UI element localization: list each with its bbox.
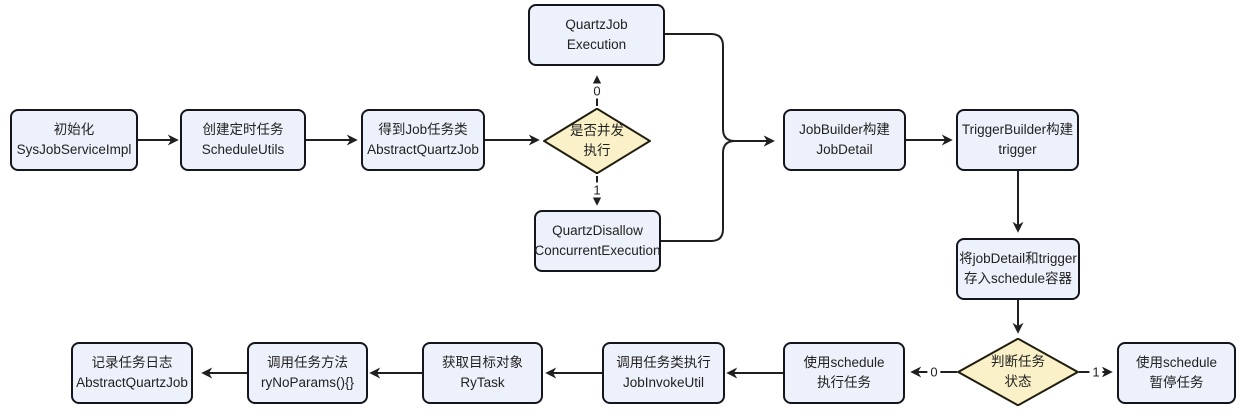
node-ry-task-line1: 获取目标对象 [442,355,523,370]
edge-label-concurrent-yes: 1 [590,182,604,198]
decision-concurrent-line1: 是否并发 [570,123,624,138]
decision-concurrent: 是否并发 执行 [543,108,651,174]
node-quartz-job-execution-line1: QuartzJob [565,17,628,32]
node-ry-no-params: 调用任务方法 ryNoParams(){} [247,342,368,404]
node-schedule-utils: 创建定时任务 ScheduleUtils [180,109,306,171]
node-quartz-disallow-line1: QuartzDisallow [552,223,643,238]
node-quartz-disallow-line2: ConcurrentExecution [534,243,661,258]
node-ry-task-line2: RyTask [460,375,505,390]
node-abstract-quartz-job-line1: 得到Job任务类 [378,122,468,137]
node-store-schedule-line1: 将jobDetail和trigger [959,251,1077,266]
node-job-builder: JobBuilder构建 JobDetail [783,109,906,171]
node-ry-no-params-line1: 调用任务方法 [267,355,348,370]
node-job-builder-line1: JobBuilder构建 [799,122,890,137]
decision-status: 判断任务 状态 [957,338,1079,406]
decision-status-line2: 状态 [1004,374,1032,389]
edge-label-status-run: 0 [927,364,941,380]
node-trigger-builder-line1: TriggerBuilder构建 [961,122,1074,137]
diamond-shape [543,108,651,174]
node-quartz-job-execution-line2: Execution [566,37,627,52]
node-run-task-line1: 使用schedule [803,355,885,370]
node-ry-task: 获取目标对象 RyTask [422,342,543,404]
node-record-log-line2: AbstractQuartzJob [76,375,188,390]
node-run-task-line2: 执行任务 [817,375,871,390]
decision-concurrent-text: 是否并发 执行 [570,121,624,161]
diamond-shape [957,338,1079,406]
node-record-log-line1: 记录任务日志 [91,355,173,370]
node-job-invoke: 调用任务类执行 JobInvokeUtil [602,342,725,404]
node-trigger-builder-line2: trigger [998,142,1037,157]
edge-label-status-pause: 1 [1089,364,1103,380]
node-abstract-quartz-job-line2: AbstractQuartzJob [367,142,479,157]
edge-quartz-disallow-to-job-builder [661,135,775,242]
node-store-schedule: 将jobDetail和trigger 存入schedule容器 [956,238,1080,300]
node-job-builder-line2: JobDetail [816,142,873,157]
node-abstract-quartz-job: 得到Job任务类 AbstractQuartzJob [361,109,485,171]
node-init: 初始化 SysJobServiceImpl [10,109,138,171]
node-job-invoke-line2: JobInvokeUtil [622,375,705,390]
node-quartz-disallow: QuartzDisallow ConcurrentExecution [534,210,661,272]
node-schedule-utils-line2: ScheduleUtils [201,142,285,157]
edge-label-concurrent-no: 0 [590,83,604,99]
node-job-invoke-line1: 调用任务类执行 [616,355,711,370]
node-init-line2: SysJobServiceImpl [16,142,132,157]
node-ry-no-params-line2: ryNoParams(){} [260,375,355,390]
node-run-task: 使用schedule 执行任务 [783,342,905,404]
node-pause-task-line1: 使用schedule [1135,355,1218,370]
edge-quartz-job-execution-to-job-builder [665,33,775,147]
node-record-log: 记录任务日志 AbstractQuartzJob [71,342,193,404]
node-store-schedule-line2: 存入schedule容器 [963,271,1073,286]
node-pause-task-line2: 暂停任务 [1149,375,1204,390]
node-quartz-job-execution: QuartzJob Execution [528,4,665,66]
decision-concurrent-line2: 执行 [583,143,611,158]
node-pause-task: 使用schedule 暂停任务 [1117,342,1236,404]
node-init-line1: 初始化 [53,122,95,137]
decision-status-line1: 判断任务 [991,354,1045,369]
decision-status-text: 判断任务 状态 [991,352,1045,392]
node-trigger-builder: TriggerBuilder构建 trigger [956,109,1079,171]
node-schedule-utils-line1: 创建定时任务 [202,122,284,137]
